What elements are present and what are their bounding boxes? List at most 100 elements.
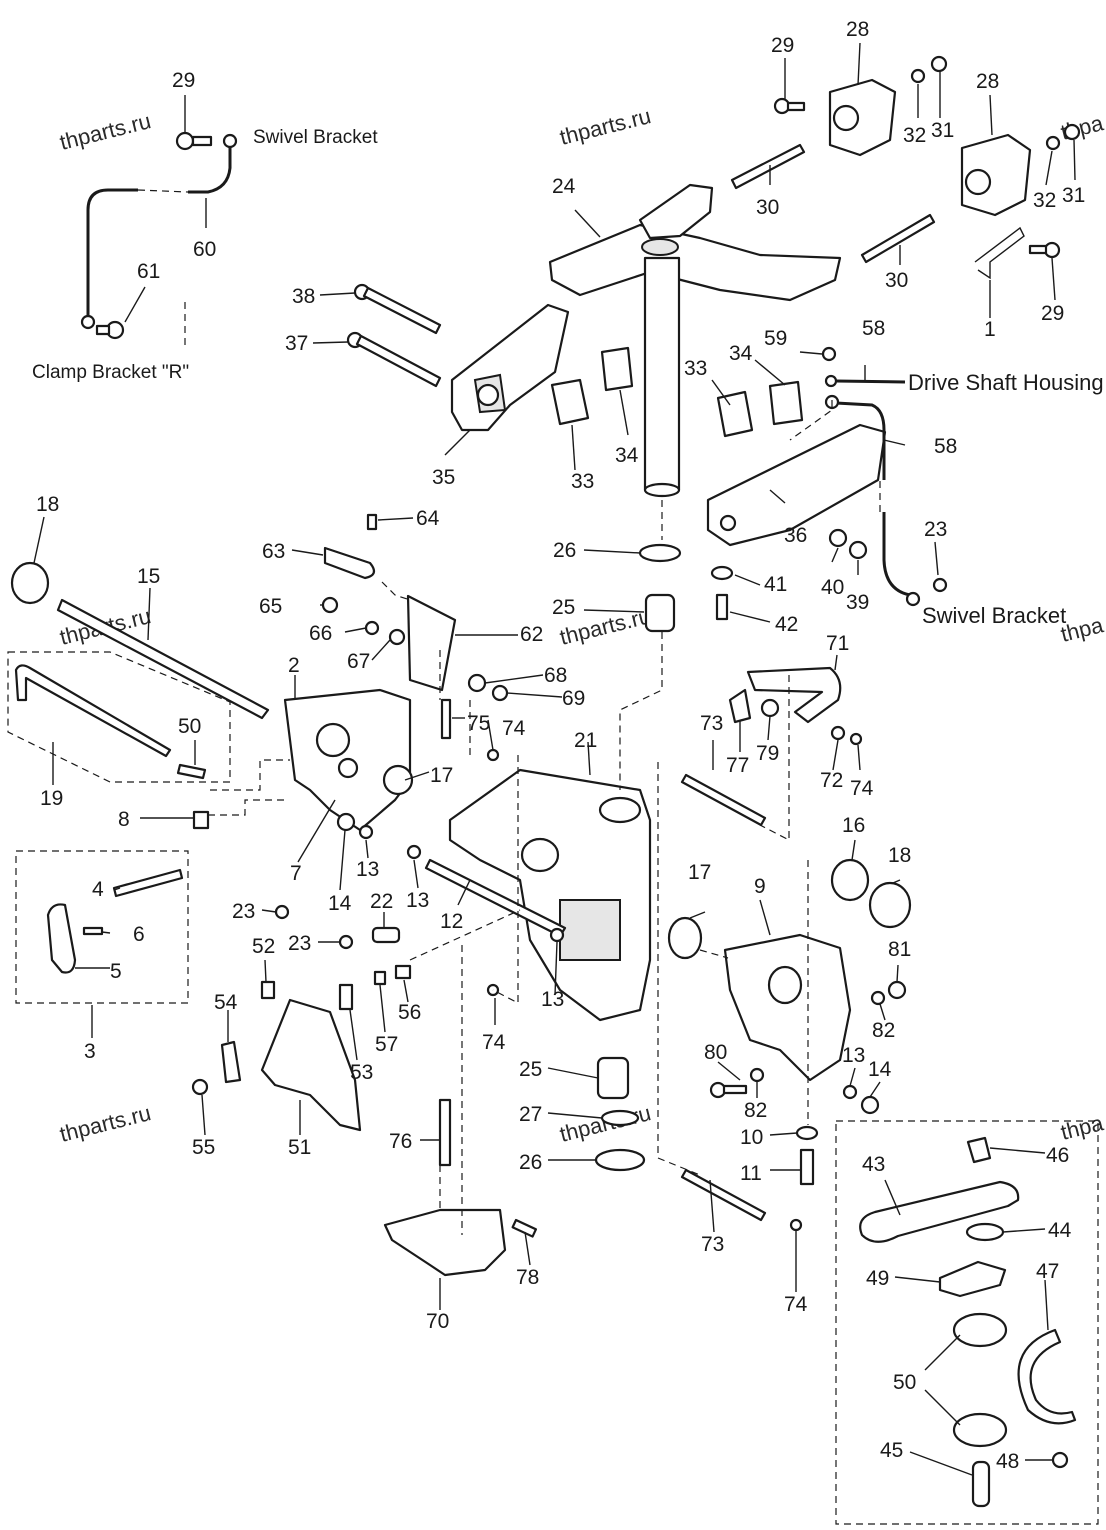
callout-13: 13	[541, 988, 564, 1011]
callout-71: 71	[826, 632, 849, 655]
pin-79	[760, 698, 780, 718]
pin-78	[511, 1218, 538, 1238]
callout-25: 25	[552, 596, 575, 619]
callout-7: 7	[290, 862, 302, 885]
assembly-line	[409, 909, 521, 961]
callout-34: 34	[615, 444, 639, 467]
callout-82: 82	[744, 1099, 767, 1122]
callout-58: 58	[934, 435, 957, 458]
callout-29: 29	[172, 69, 195, 92]
callout-22: 22	[370, 890, 393, 913]
callout-4: 4	[92, 878, 104, 901]
spring-56	[394, 964, 412, 980]
lever-71	[746, 666, 842, 724]
callout-72: 72	[820, 769, 843, 792]
bolt-29-lower	[1028, 241, 1061, 259]
bushing-25-upper	[644, 593, 676, 633]
clip-74-top	[486, 748, 500, 762]
rubber-pad-33-right	[716, 390, 754, 438]
bracket-35	[450, 303, 570, 432]
rubber-pad-34-right	[768, 380, 804, 426]
rod-73-upper	[680, 773, 767, 827]
pin-64	[366, 513, 378, 531]
callout-55: 55	[192, 1136, 215, 1159]
assembly-line	[699, 949, 729, 959]
bolt-22	[371, 926, 401, 944]
shaft-15	[56, 598, 270, 720]
callout-49: 49	[866, 1267, 889, 1290]
callout-43: 43	[862, 1153, 885, 1176]
callout-32: 32	[1033, 189, 1056, 212]
callout-38: 38	[292, 285, 315, 308]
callout-80: 80	[704, 1041, 727, 1064]
washer-32-upper	[910, 68, 926, 84]
callout-48: 48	[996, 1450, 1019, 1473]
callout-13: 13	[406, 889, 429, 912]
callout-81: 81	[888, 938, 911, 961]
callout-35: 35	[432, 466, 455, 489]
washer-26-upper	[638, 543, 682, 563]
callout-69: 69	[562, 687, 585, 710]
callout-77: 77	[726, 754, 749, 777]
callout-68: 68	[544, 664, 567, 687]
group-box-43-50	[835, 1120, 1099, 1525]
callout-30: 30	[756, 196, 779, 219]
callout-17: 17	[688, 861, 711, 884]
callout-57: 57	[375, 1033, 398, 1056]
plate-50-upper	[952, 1312, 1008, 1348]
callout-61: 61	[137, 260, 160, 283]
bushing-25-lower	[596, 1056, 630, 1100]
clamp-bracket-9	[723, 933, 852, 1082]
washer-10	[795, 1125, 819, 1141]
cap-18-right	[868, 881, 912, 929]
callout-3: 3	[84, 1040, 96, 1063]
callout-52: 52	[252, 935, 275, 958]
callout-26: 26	[553, 539, 576, 562]
assembly-line	[208, 799, 285, 816]
bolt-55	[191, 1078, 209, 1096]
bolt-59	[821, 346, 837, 362]
callout-73: 73	[701, 1233, 724, 1256]
callout-8: 8	[118, 808, 130, 831]
screw-48	[1051, 1451, 1069, 1469]
callout-21: 21	[574, 729, 597, 752]
callout-78: 78	[516, 1266, 539, 1289]
assembly-line	[210, 759, 290, 791]
leader-lines	[33, 42, 1076, 1476]
spring-50-left	[176, 763, 207, 780]
callout-39: 39	[846, 591, 869, 614]
cap-18-left	[10, 561, 50, 605]
callout-14: 14	[328, 892, 352, 915]
callout-44: 44	[1048, 1219, 1072, 1242]
callout-32: 32	[903, 124, 926, 147]
pin-52	[260, 980, 276, 1000]
bolt-38	[353, 283, 442, 335]
plate-50-lower	[952, 1412, 1008, 1448]
callout-40: 40	[821, 576, 844, 599]
callout-34: 34	[729, 342, 753, 365]
bolt-29-upper	[773, 97, 806, 115]
assembly-line	[759, 675, 790, 841]
callout-19: 19	[40, 787, 63, 810]
rubber-pad-33-left	[550, 378, 590, 426]
callout-1: 1	[984, 318, 996, 341]
washer-32-lower	[1045, 135, 1061, 151]
note-clamp-bracket-r: Clamp Bracket "R"	[32, 362, 189, 383]
washer-13-right	[842, 1084, 858, 1100]
pin-6	[82, 926, 104, 936]
clip-74-right	[849, 732, 863, 746]
collar-14-right	[860, 1095, 880, 1115]
callout-31: 31	[931, 119, 954, 142]
clip-74-bottom	[789, 1218, 803, 1232]
steering-arm-24	[548, 183, 842, 498]
link-77	[728, 688, 752, 724]
group-box-19	[7, 651, 231, 783]
rubber-pad-34-left	[600, 346, 634, 392]
clip-1	[974, 226, 1025, 280]
collar-67	[388, 628, 406, 646]
callout-63: 63	[262, 540, 285, 563]
callout-65: 65	[259, 595, 282, 618]
bolt-23-b	[338, 934, 354, 950]
callout-54: 54	[214, 991, 238, 1014]
